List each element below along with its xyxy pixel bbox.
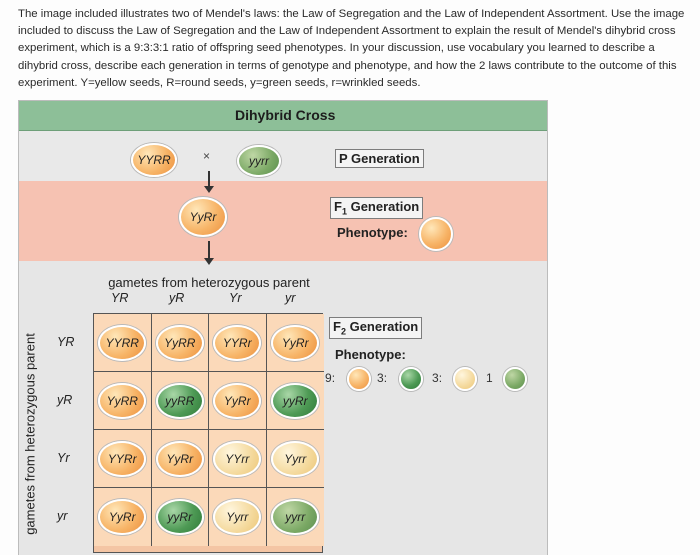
gamete-col-4: yr — [285, 291, 296, 305]
pea-yellow-round: YyRr — [155, 440, 204, 477]
gamete-row-1: YR — [57, 335, 75, 349]
punnett-cell: YyRr — [94, 488, 152, 546]
punnett-cell: YyRr — [266, 314, 324, 372]
f1-phenotype-pea — [419, 217, 453, 251]
punnett-cell: Yyrr — [266, 430, 324, 488]
ratio-3b: 3: — [432, 371, 443, 385]
f2-pea-yellow-wrinkled — [453, 367, 477, 391]
f2-generation-label: F2 Generation — [329, 317, 423, 339]
parent2-genotype: yyrr — [249, 154, 269, 168]
punnett-cell: YYRR — [94, 314, 152, 372]
punnett-cell: YYRr — [94, 430, 152, 488]
pea-yellow-wrinkled: Yyrr — [271, 440, 320, 477]
p-generation-label: P Generation — [335, 149, 424, 168]
parent-pea-green-wrinkled: yyrr — [237, 145, 281, 177]
punnett-square: YYRR YyRR YYRr YyRr YyRR yyRR YyRr yyRr … — [93, 313, 324, 553]
punnett-cell: yyRr — [266, 372, 324, 430]
parent1-genotype: YYRR — [137, 153, 171, 167]
pea-green-wrinkled: yyrr — [271, 499, 320, 535]
gamete-col-3: Yr — [229, 291, 242, 305]
p-generation-band — [19, 131, 547, 181]
top-gametes-label: gametes from heterozygous parent — [108, 275, 310, 290]
punnett-cell: YYRr — [209, 314, 267, 372]
punnett-cell: YyRr — [151, 430, 209, 488]
pea-green-round: yyRr — [271, 382, 320, 419]
ratio-3a: 3: — [377, 371, 388, 385]
pea-yellow-wrinkled: Yyrr — [213, 499, 262, 535]
pea-yellow-round: YYRR — [98, 324, 147, 361]
figure-title-bar: Dihybrid Cross — [19, 101, 547, 131]
f2-pea-yellow-round — [347, 367, 371, 391]
arrow-down-icon — [204, 241, 214, 265]
punnett-cell: YyRR — [151, 314, 209, 372]
punnett-cell: YYrr — [209, 430, 267, 488]
f1-generation-label: F1 Generation — [330, 197, 424, 219]
question-prompt: The image included illustrates two of Me… — [18, 8, 685, 89]
arrow-down-icon — [204, 171, 214, 193]
gamete-row-3: Yr — [57, 451, 70, 465]
f1-generation-band — [19, 181, 547, 261]
pea-yellow-wrinkled: YYrr — [213, 440, 262, 477]
pea-yellow-round: YyRR — [155, 324, 204, 361]
pea-yellow-round: YyRR — [98, 382, 147, 419]
gamete-row-2: yR — [57, 393, 73, 407]
gamete-col-2: yR — [169, 291, 185, 305]
cross-symbol: × — [203, 149, 211, 163]
parent-pea-yellow-round: YYRR — [131, 143, 177, 177]
pea-yellow-round: YyRr — [213, 382, 262, 419]
punnett-cell: yyRR — [151, 372, 209, 430]
gamete-col-1: YR — [111, 291, 129, 305]
f1-phenotype-label: Phenotype: — [337, 225, 408, 240]
ratio-1: 1 — [486, 371, 493, 385]
pea-green-round: yyRr — [155, 499, 204, 535]
f1-pea-yellow-round: YyRr — [179, 197, 227, 237]
pea-yellow-round: YyRr — [271, 324, 320, 361]
punnett-cell: yyRr — [151, 488, 209, 546]
gamete-row-4: yr — [57, 509, 68, 523]
punnett-cell: YyRR — [94, 372, 152, 430]
pea-yellow-round: YyRr — [98, 499, 147, 535]
pea-yellow-round: YYRr — [98, 440, 147, 477]
dihybrid-cross-figure: Dihybrid Cross YYRR × yyrr P Generation … — [18, 100, 548, 555]
punnett-cell: yyrr — [266, 488, 324, 546]
f1-genotype: YyRr — [189, 210, 217, 224]
pea-green-round: yyRR — [155, 382, 204, 419]
punnett-cell: YyRr — [209, 372, 267, 430]
pea-yellow-round: YYRr — [213, 324, 262, 361]
punnett-cell: Yyrr — [209, 488, 267, 546]
f2-pea-green-wrinkled — [503, 367, 527, 391]
side-gametes-label: gametes from heterozygous parent — [22, 332, 38, 535]
ratio-9: 9: — [325, 371, 336, 385]
f2-phenotype-label: Phenotype: — [335, 347, 406, 362]
figure-title: Dihybrid Cross — [235, 107, 336, 123]
f2-pea-green-round — [399, 367, 423, 391]
